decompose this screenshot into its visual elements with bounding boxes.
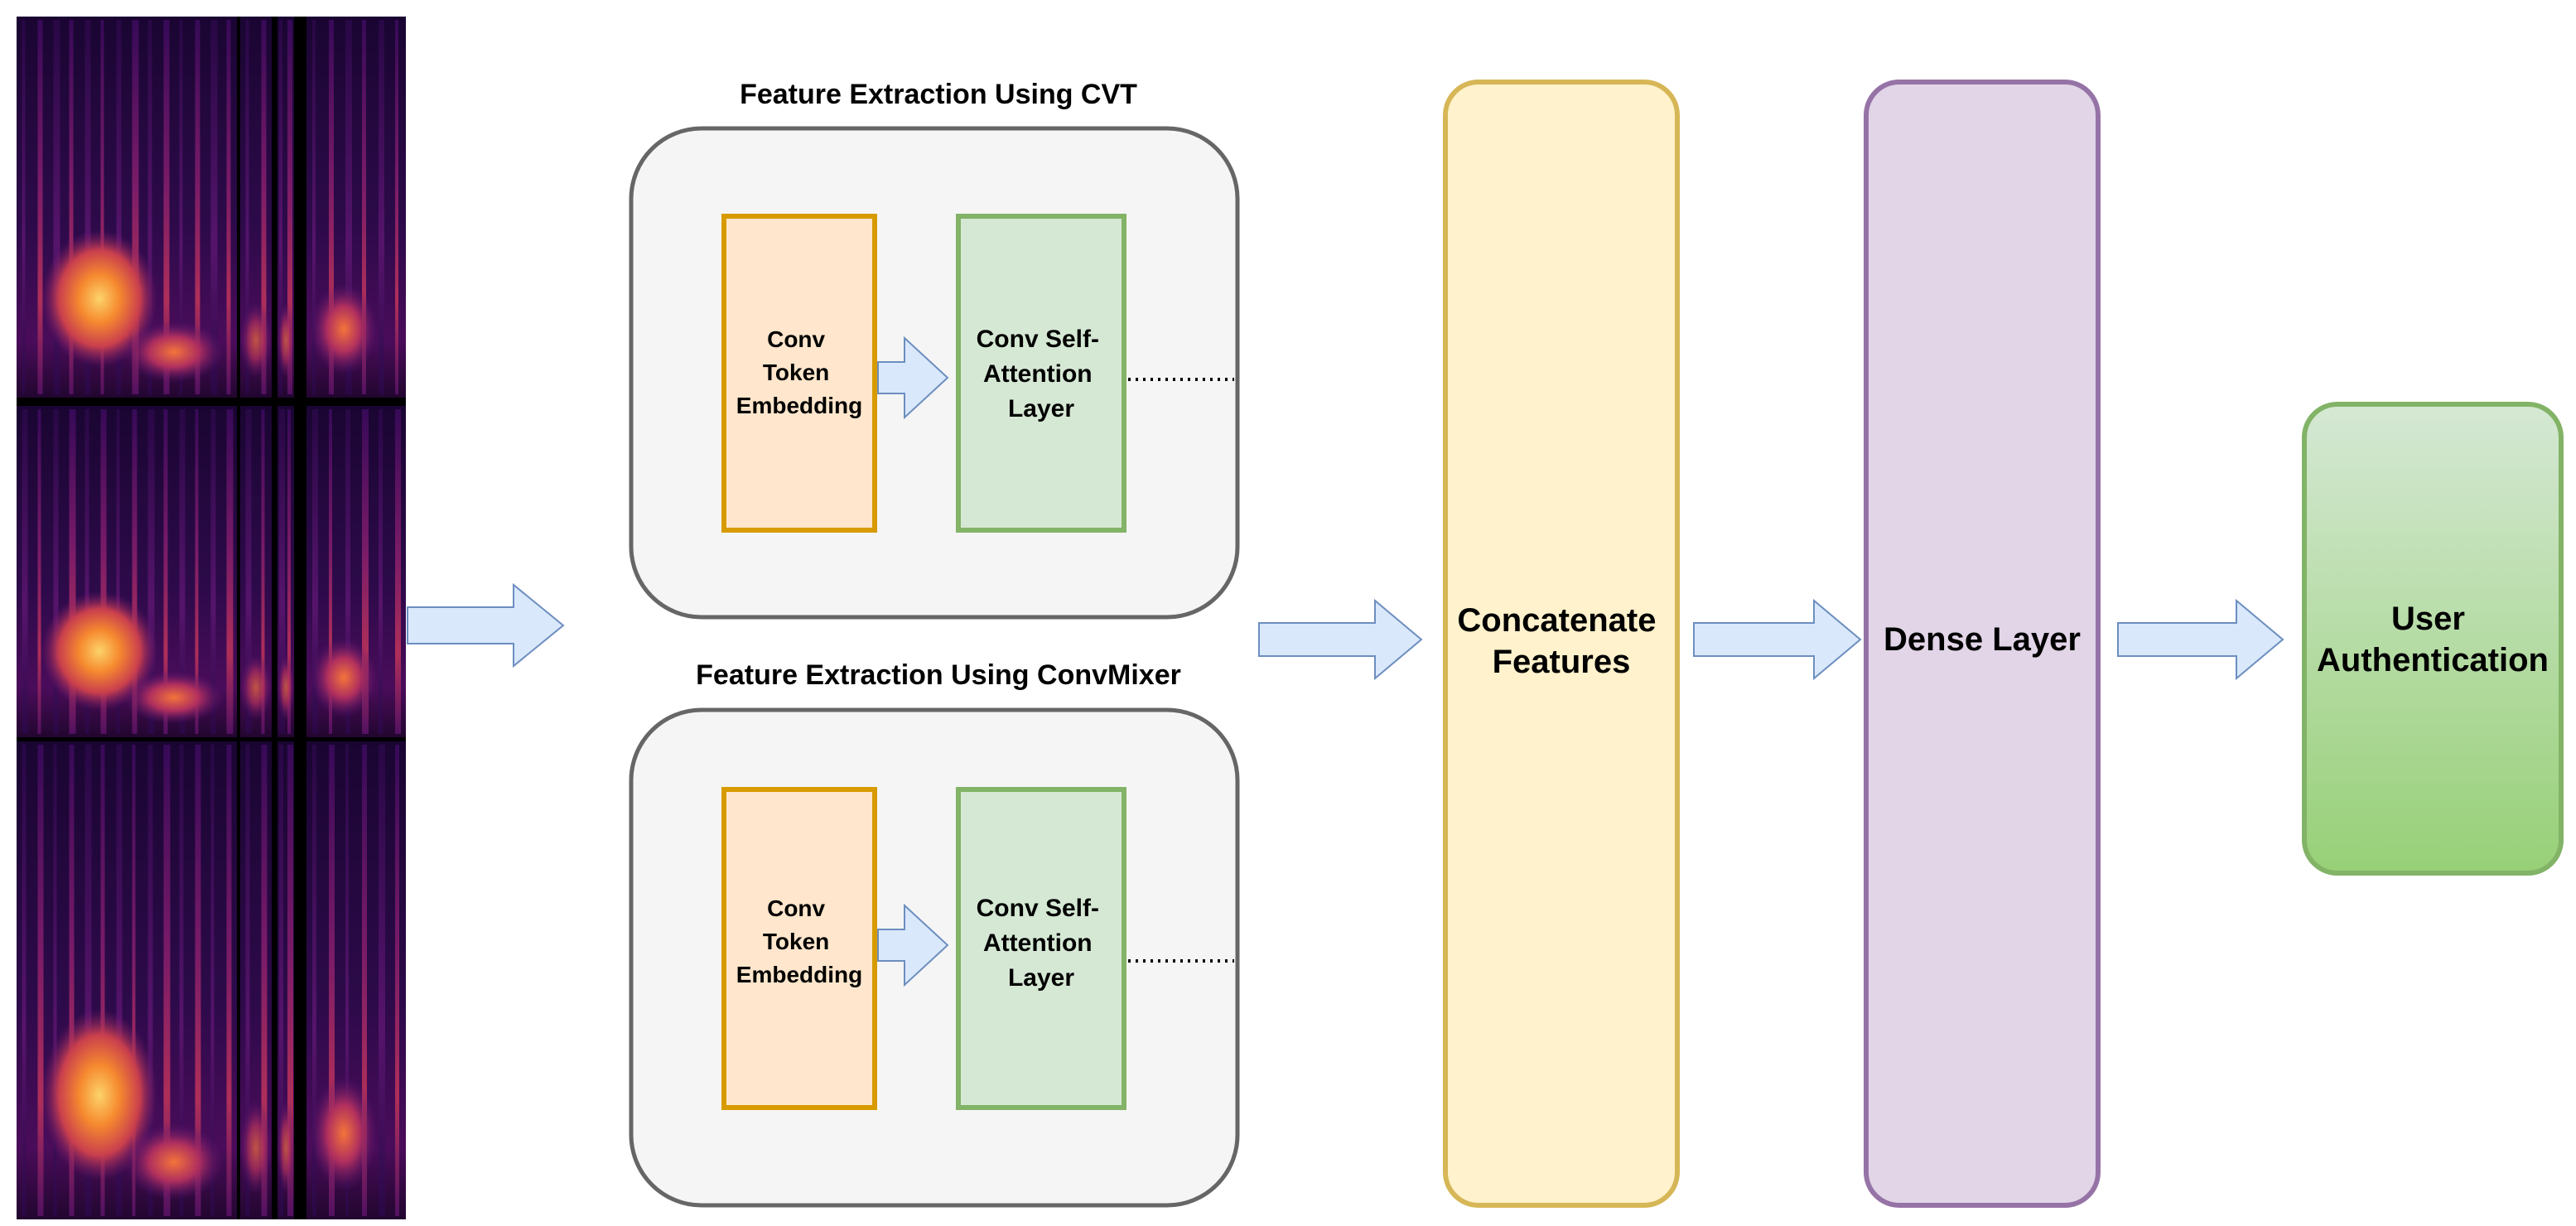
convmixer-group: Feature Extraction Using ConvMixer Conv …	[629, 659, 1240, 1208]
convmixer-self-attention-block	[956, 787, 1126, 1110]
cvt-self-attention-label: Conv Self- Attention Layer	[977, 326, 1107, 422]
convmixer-inner-arrow	[877, 903, 949, 987]
concatenate-features-label: Concatenate Features	[1457, 602, 1665, 680]
user-authentication-block	[2302, 402, 2564, 876]
to-concat-arrow	[1258, 598, 1423, 681]
convmixer-self-attention-label: Conv Self- Attention Layer	[977, 895, 1107, 992]
cvt-token-embedding-label: Conv Token Embedding	[736, 326, 862, 418]
convmixer-token-embedding-block	[721, 787, 877, 1110]
dense-layer-block	[1864, 80, 2101, 1208]
cvt-self-attention-block	[956, 214, 1126, 533]
to-dense-arrow	[1693, 598, 1862, 681]
convmixer-group-title: Feature Extraction Using ConvMixer	[696, 659, 1181, 691]
cvt-token-embedding-block	[721, 214, 877, 533]
cvt-group-title: Feature Extraction Using CVT	[740, 79, 1137, 110]
cvt-group: Feature Extraction Using CVT Conv Token …	[629, 79, 1240, 620]
concatenate-features-block	[1443, 80, 1680, 1208]
cvt-inner-arrow	[877, 335, 949, 420]
spectrogram-image	[17, 17, 406, 1219]
input-arrow	[407, 582, 565, 669]
to-auth-arrow	[2117, 598, 2284, 681]
convmixer-token-embedding-label: Conv Token Embedding	[736, 895, 862, 987]
dense-layer-label: Dense Layer	[1884, 621, 2081, 658]
user-authentication-label: User Authentication	[2317, 601, 2549, 678]
